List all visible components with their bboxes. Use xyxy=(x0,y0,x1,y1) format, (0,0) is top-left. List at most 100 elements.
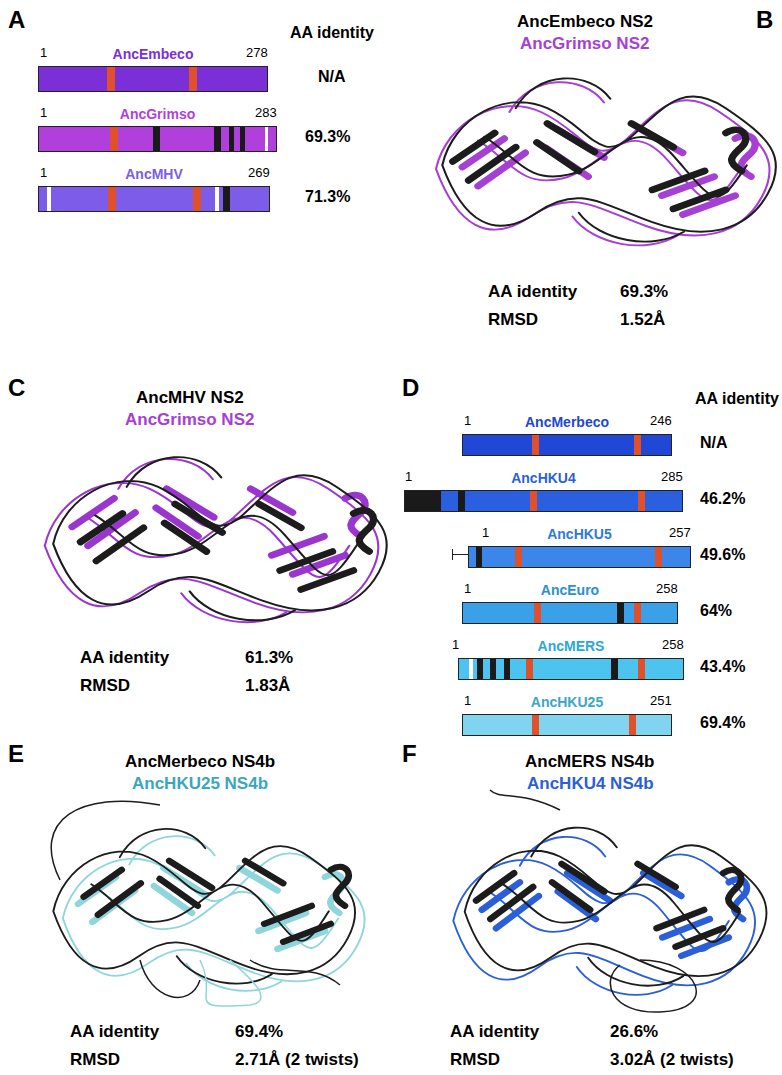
residue-number: 1 xyxy=(482,526,489,541)
sequence-name: AncMERS xyxy=(458,638,684,656)
domain-bar-node: AncGrimso xyxy=(38,106,277,152)
domain-mark xyxy=(477,659,483,679)
annotation-text: 49.6% xyxy=(700,546,745,564)
residue-number: 269 xyxy=(248,166,270,181)
domain-bar-node: AncMerbeco xyxy=(462,414,672,456)
domain-bar-node: AncEmbeco xyxy=(38,46,268,92)
panel-letter: C xyxy=(8,374,25,402)
leader-tick xyxy=(452,549,453,560)
sequence-name: AncMerbeco xyxy=(462,414,672,432)
annotation-text: AA identity xyxy=(695,390,779,408)
annotation-text: 43.4% xyxy=(700,658,745,676)
residue-number: 1 xyxy=(452,638,459,653)
residue-number: 1 xyxy=(464,582,471,597)
domain-mark xyxy=(532,715,539,735)
domain-mark xyxy=(265,127,268,151)
annotation-text: 1.83Å xyxy=(245,676,290,696)
domain-bar-node: AncHKU25 xyxy=(462,694,672,736)
leader-line xyxy=(452,554,468,555)
annotation-text: AncHKU4 NS4b xyxy=(527,774,654,794)
domain-bar xyxy=(38,186,270,212)
residue-number: 258 xyxy=(662,638,684,653)
panel-letter: E xyxy=(8,740,24,768)
annotation-text: 69.4% xyxy=(700,714,745,732)
annotation-text: RMSD xyxy=(450,1050,500,1070)
annotation-text: AA identity xyxy=(290,24,374,42)
annotation-text: AA identity xyxy=(488,282,577,302)
residue-number: 1 xyxy=(40,106,47,121)
annotation-text: 64% xyxy=(700,602,732,620)
annotation-text: 69.3% xyxy=(620,282,668,302)
domain-mark xyxy=(110,127,118,151)
annotation-text: 26.6% xyxy=(610,1022,658,1042)
domain-bar xyxy=(468,546,691,568)
residue-number: 258 xyxy=(656,582,678,597)
domain-mark xyxy=(214,127,221,151)
domain-mark xyxy=(634,603,641,623)
annotation-text: AA identity xyxy=(450,1022,539,1042)
annotation-text: AA identity xyxy=(70,1022,159,1042)
domain-bar-node: AncHKU4 xyxy=(404,470,683,512)
annotation-text: AncHKU25 NS4b xyxy=(132,774,268,794)
domain-mark xyxy=(107,67,115,91)
residue-number: 285 xyxy=(661,470,683,485)
domain-bar xyxy=(462,434,672,456)
annotation-text: N/A xyxy=(700,434,728,452)
domain-mark xyxy=(504,659,510,679)
domain-mark xyxy=(638,659,645,679)
domain-mark xyxy=(189,67,197,91)
annotation-text: AncEmbeco NS2 xyxy=(517,12,653,32)
sequence-name: AncGrimso xyxy=(38,106,277,124)
domain-mark xyxy=(153,127,160,151)
residue-number: 1 xyxy=(405,470,412,485)
annotation-text: 2.71Å (2 twists) xyxy=(235,1050,359,1070)
domain-mark xyxy=(611,659,618,679)
annotation-text: 69.4% xyxy=(235,1022,283,1042)
domain-bar-node: AncMHV xyxy=(38,166,270,212)
residue-number: 1 xyxy=(40,46,47,61)
domain-mark xyxy=(240,127,245,151)
domain-mark xyxy=(638,491,645,511)
residue-number: 251 xyxy=(650,694,672,709)
annotation-text: 61.3% xyxy=(245,648,293,668)
domain-bar xyxy=(404,490,683,512)
annotation-text: RMSD xyxy=(70,1050,120,1070)
domain-bar xyxy=(462,602,678,624)
domain-mark xyxy=(215,187,219,211)
panel-letter: F xyxy=(402,740,417,768)
residue-number: 1 xyxy=(464,414,471,429)
domain-mark xyxy=(47,187,51,211)
annotation-text: AncMerbeco NS4b xyxy=(125,752,275,772)
annotation-text: AA identity xyxy=(80,648,169,668)
annotation-text: N/A xyxy=(318,68,346,86)
residue-number: 1 xyxy=(40,166,47,181)
panel-letter: A xyxy=(8,6,25,34)
domain-mark xyxy=(629,715,636,735)
panel-letter: B xyxy=(756,6,773,34)
sequence-name: AncHKU4 xyxy=(404,470,683,488)
residue-number: 278 xyxy=(246,46,268,61)
domain-mark xyxy=(476,547,482,567)
annotation-text: AncMERS NS4b xyxy=(525,752,654,772)
domain-mark xyxy=(655,547,662,567)
sequence-name: AncEuro xyxy=(462,582,678,600)
sequence-name: AncHKU25 xyxy=(462,694,672,712)
domain-mark xyxy=(193,187,201,211)
domain-mark xyxy=(469,659,473,679)
domain-mark xyxy=(405,491,441,511)
annotation-text: RMSD xyxy=(488,310,538,330)
domain-mark xyxy=(526,659,533,679)
domain-bar xyxy=(38,66,268,92)
annotation-text: AncGrimso NS2 xyxy=(125,410,254,430)
domain-mark xyxy=(223,187,230,211)
domain-mark xyxy=(530,491,537,511)
domain-mark xyxy=(634,435,641,455)
annotation-text: 69.3% xyxy=(305,128,350,146)
sequence-name: AncMHV xyxy=(38,166,270,184)
annotation-text: AncMHV NS2 xyxy=(136,388,244,408)
annotation-text: 3.02Å (2 twists) xyxy=(610,1050,734,1070)
sequence-name: AncEmbeco xyxy=(38,46,268,64)
annotation-text: AncGrimso NS2 xyxy=(520,34,649,54)
annotation-text: 46.2% xyxy=(700,490,745,508)
